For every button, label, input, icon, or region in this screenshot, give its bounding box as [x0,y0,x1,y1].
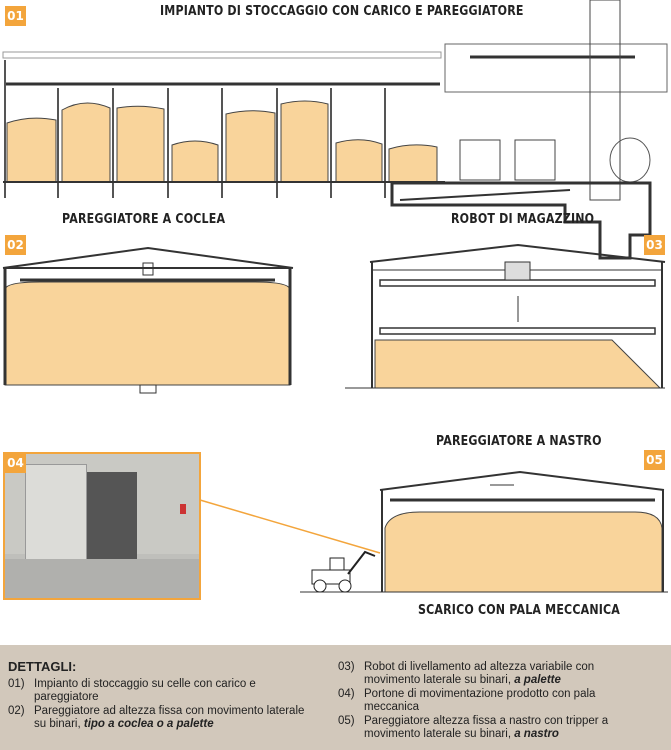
door-photo [3,452,201,600]
badge-02: 02 [5,235,26,255]
section-title-01: IMPIANTO DI STOCCAGGIO CON CARICO E PARE… [160,4,524,19]
detail-text: Portone di movimentazione prodotto con p… [364,688,596,713]
section-title-05: PAREGGIATORE A NASTRO [436,434,602,449]
badge-04: 04 [5,453,26,473]
detail-num: 03) [338,661,355,673]
detail-text: Pareggiatore altezza fissa a nastro con … [364,715,609,740]
detail-num: 02) [8,705,25,717]
detail-num: 01) [8,678,25,690]
wheel-loader-icon [311,550,376,593]
section-title-02: PAREGGIATORE A COCLEA [62,212,226,227]
detail-item: 03) Robot di livellamento ad altezza vari… [338,661,648,687]
badge-01: 01 [5,6,26,26]
detail-text: Pareggiatore ad altezza fissa con movime… [34,705,305,730]
detail-item: 05) Pareggiatore altezza fissa a nastro c… [338,715,648,741]
warehouse-robot-diagram [345,243,666,389]
auger-leveler-diagram [2,246,294,394]
detail-text: Robot di livellamento ad altezza variabi… [364,661,595,686]
badge-05: 05 [644,450,665,470]
belt-leveler-diagram [199,470,668,593]
detail-item: 01) Impianto di stoccaggio su celle con c… [8,678,308,704]
badge-03: 03 [644,235,665,255]
storage-plant-diagram [2,0,668,260]
details-panel: DETTAGLI: 01) Impianto di stoccaggio su c… [0,645,671,750]
detail-item: 02) Pareggiatore ad altezza fissa con mov… [8,705,308,731]
detail-text: Impianto di stoccaggio su celle con cari… [34,678,256,703]
detail-num: 04) [338,688,355,700]
detail-item: 04) Portone di movimentazione prodotto co… [338,688,648,714]
details-heading: DETTAGLI: [8,659,77,674]
detail-num: 05) [338,715,355,727]
loader-caption: SCARICO CON PALA MECCANICA [418,603,621,618]
section-title-03: ROBOT DI MAGAZZINO [451,212,595,227]
